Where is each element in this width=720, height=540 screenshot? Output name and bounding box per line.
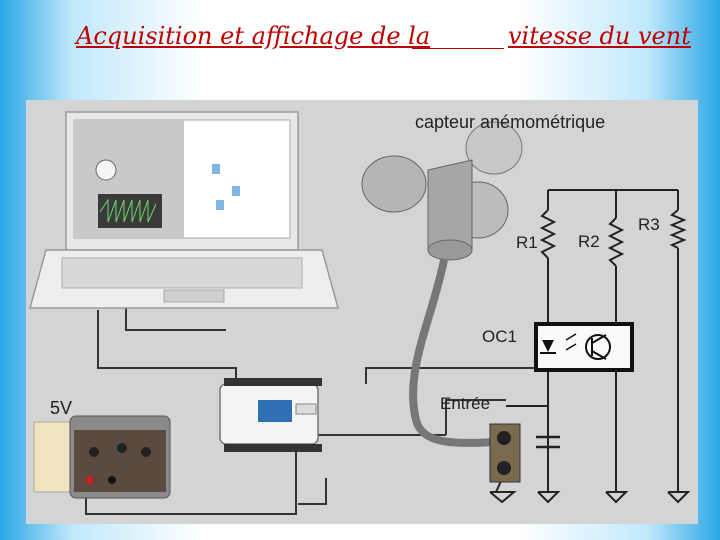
ground-icon [537,491,561,504]
wiring-diagram: 5V capteur anémométrique R1 R2 R3 [29,111,691,515]
laptop-icon [29,111,339,309]
title-right: vitesse du vent [508,22,691,50]
optocoupler-icon [534,322,634,372]
oc1-label: OC1 [482,327,517,346]
ground-icon [605,491,629,504]
title-underline-gap [412,48,504,49]
r3-label: R3 [638,215,660,234]
power-supply-icon [33,415,171,499]
ground-icon [667,491,691,504]
title-left: Acquisition et affichage de la [76,22,431,50]
resistor-icon [607,217,625,267]
resistor-icon [669,209,687,249]
sensor-label: capteur anémométrique [415,112,605,132]
capacitor-icon [536,435,560,449]
input-label: Entrée [440,394,490,413]
ground-icon [489,491,517,504]
r2-label: R2 [578,232,600,251]
r1-label: R1 [516,233,538,252]
daq-box-icon [219,378,322,452]
supply-label: 5V [50,398,72,418]
diagram-panel: 5V capteur anémométrique R1 R2 R3 [26,100,698,524]
circuit-wires [495,189,679,493]
anemometer-icon [361,121,523,447]
resistor-icon [539,209,557,259]
input-connector-icon [489,423,521,483]
